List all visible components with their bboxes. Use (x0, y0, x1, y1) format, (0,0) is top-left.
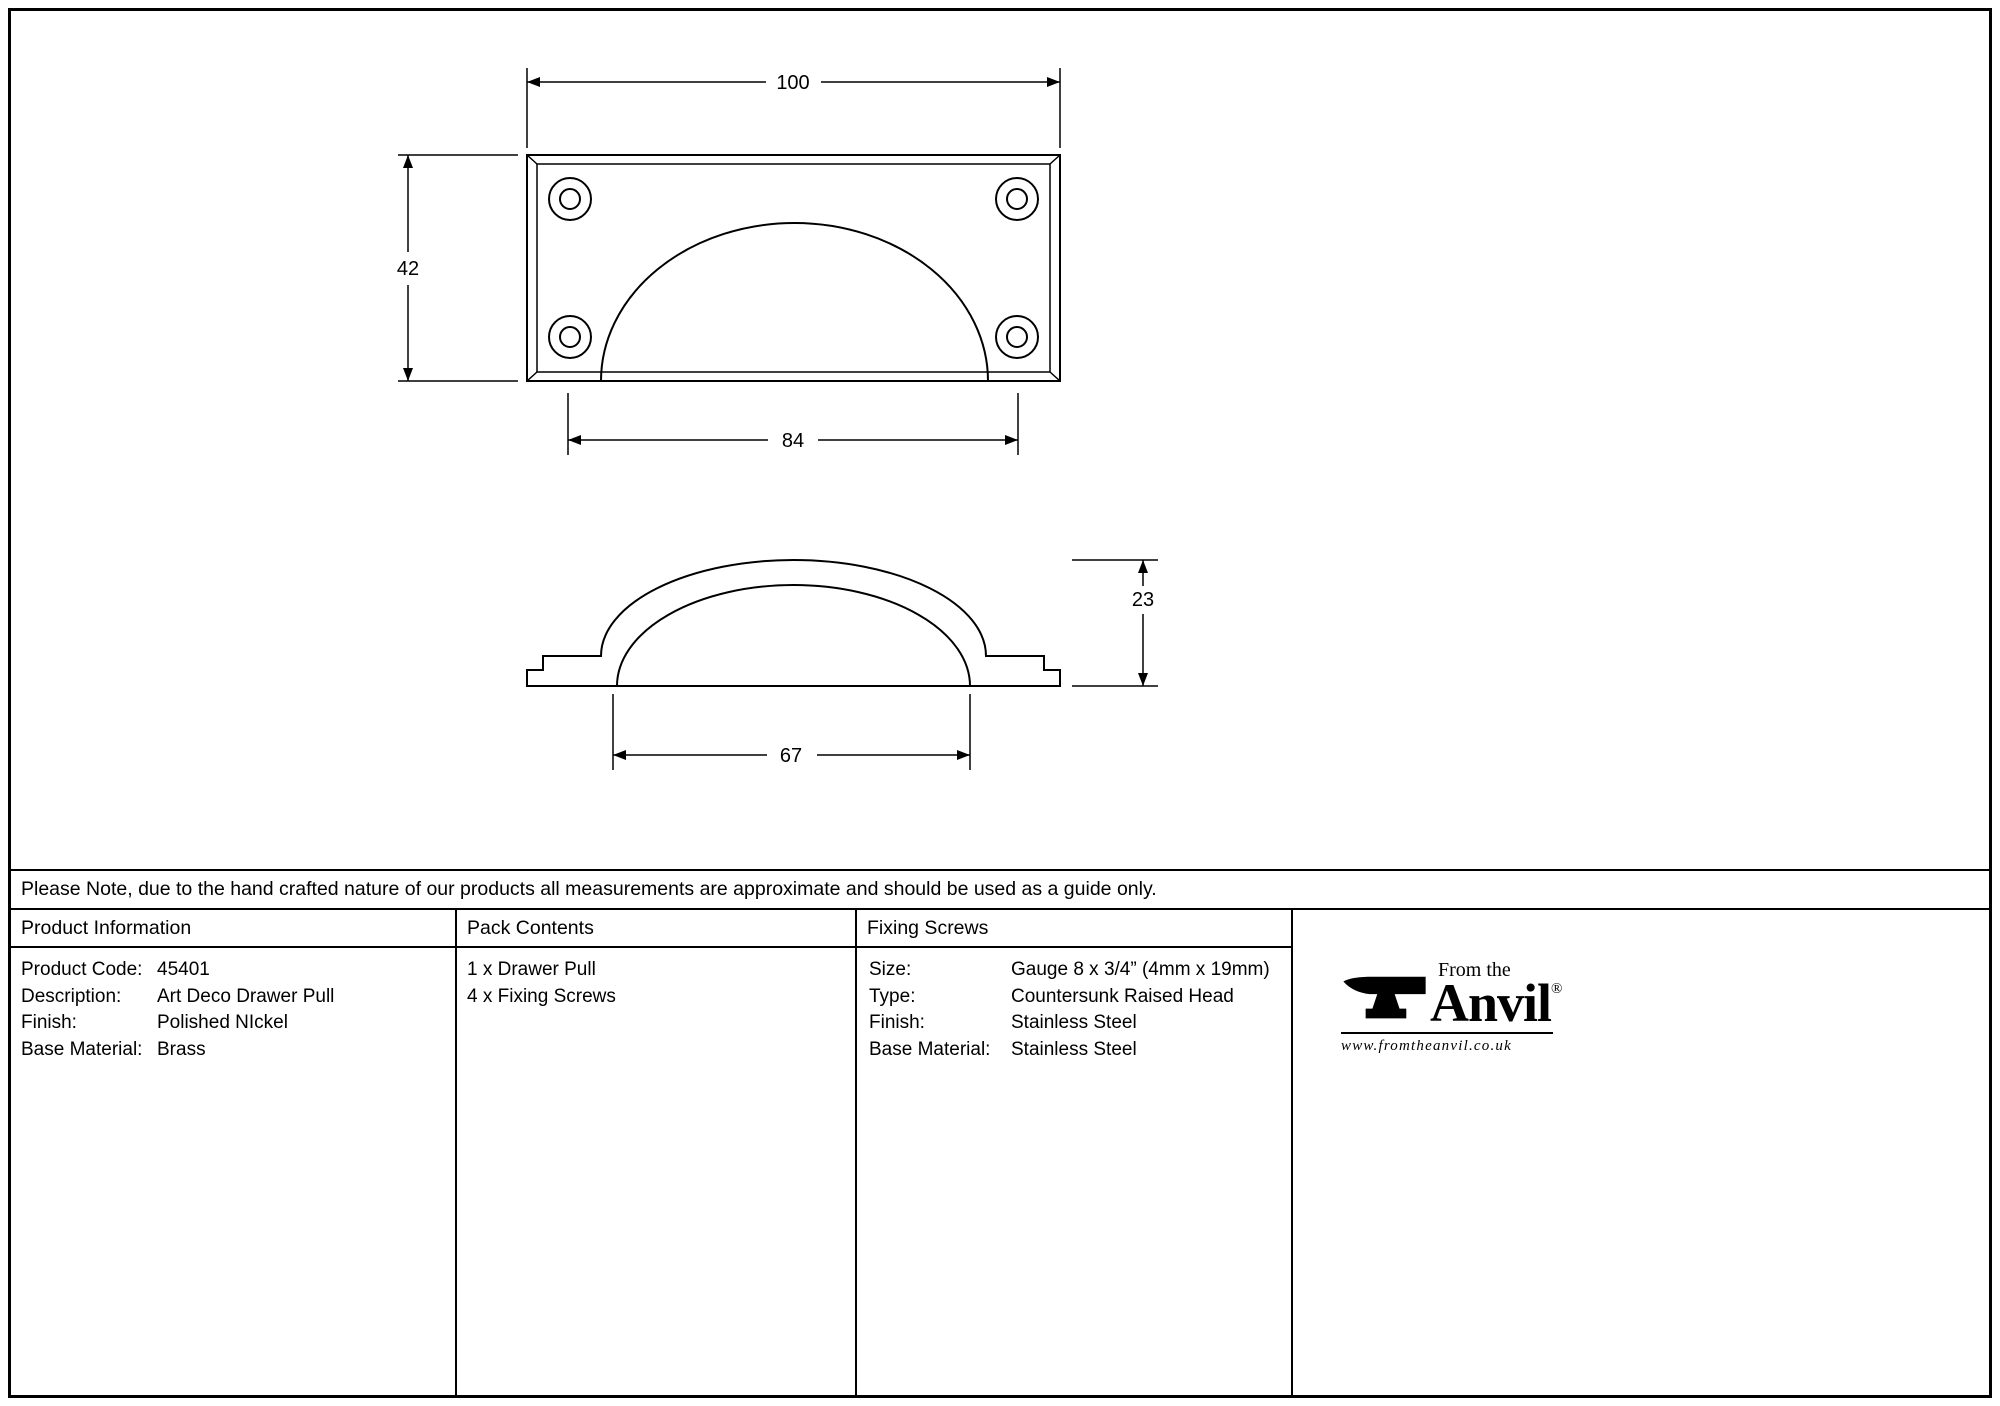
front-view (526, 154, 1061, 382)
row-value: Polished NIckel (157, 1012, 288, 1033)
profile-inner-arc (616, 584, 971, 687)
row-label: Base Material: (869, 1038, 991, 1060)
row-label: Type: (869, 985, 916, 1007)
row-label: Product Code: (21, 959, 143, 980)
product-information-body: Product Code: 45401 Description: Art Dec… (11, 948, 457, 1395)
row-value: Art Deco Drawer Pull (157, 985, 335, 1007)
logo-url: www.fromtheanvil.co.uk (1341, 1031, 1553, 1055)
table-row: Finish: Stainless Steel (869, 1010, 1281, 1037)
row-value: 45401 (157, 959, 210, 980)
dim-label-84: 84 (782, 430, 804, 452)
pack-contents-header: Pack Contents (457, 910, 857, 948)
side-view (526, 559, 1061, 687)
dim-label-42: 42 (397, 258, 419, 280)
table-row: Base Material: Brass (21, 1037, 445, 1064)
screw-hole-bottom-right (995, 315, 1039, 359)
dimension-height-42: 42 (397, 154, 518, 382)
row-label: Finish: (21, 1012, 77, 1033)
measurement-note: Please Note, due to the hand crafted nat… (11, 869, 1989, 908)
dimension-width-100: 100 (526, 68, 1061, 148)
row-value: Gauge 8 x 3/4” (4mm x 19mm) (1011, 959, 1270, 980)
brand-logo-cell: From the Anvil® www.fromtheanvil.co.uk (1293, 910, 1989, 1395)
dimension-spacing-84: 84 (567, 393, 1019, 455)
dimension-cup-width-67: 67 (612, 694, 971, 770)
table-row: Product Code: 45401 (21, 957, 445, 984)
row-label: Base Material: (21, 1038, 143, 1060)
dimension-profile-height-23: 23 (1072, 559, 1158, 687)
logo-brand: Anvil® (1430, 973, 1563, 1033)
table-row: Description: Art Deco Drawer Pull (21, 984, 445, 1011)
row-label: Size: (869, 959, 912, 980)
measurement-note-text: Please Note, due to the hand crafted nat… (21, 878, 1157, 900)
product-information-header: Product Information (11, 910, 457, 948)
table-row: Size: Gauge 8 x 3/4” (4mm x 19mm) (869, 957, 1281, 984)
dim-label-100: 100 (776, 72, 809, 94)
logo-tagline: From the (1438, 959, 1511, 981)
technical-drawing: 100 42 84 (11, 11, 1989, 869)
drawer-pull-drawing: 100 42 84 (397, 68, 1158, 770)
dim-label-67: 67 (780, 745, 802, 767)
spec-sheet-page: 100 42 84 (8, 8, 1992, 1398)
fixing-screws-header: Fixing Screws (857, 910, 1293, 948)
row-label: Finish: (869, 1012, 925, 1033)
list-item: 1 x Drawer Pull (467, 959, 596, 980)
table-row: Base Material: Stainless Steel (869, 1037, 1281, 1064)
screw-hole-bottom-left (548, 315, 592, 359)
spec-table: Product Information Pack Contents Fixing… (11, 908, 1989, 1395)
brand-logo: From the Anvil® www.fromtheanvil.co.uk (1341, 960, 1562, 1055)
row-value: Stainless Steel (1011, 1012, 1137, 1033)
row-value: Countersunk Raised Head (1011, 985, 1234, 1007)
pack-contents-body: 1 x Drawer Pull 4 x Fixing Screws (457, 948, 857, 1395)
profile-outline (526, 559, 1061, 687)
list-item: 4 x Fixing Screws (467, 985, 616, 1007)
row-value: Brass (157, 1038, 206, 1060)
table-row: Type: Countersunk Raised Head (869, 984, 1281, 1011)
anvil-icon (1343, 976, 1426, 1018)
dim-label-23: 23 (1132, 589, 1154, 611)
registered-mark: ® (1551, 981, 1563, 997)
screw-hole-top-right (995, 177, 1039, 221)
cup-arc (600, 222, 989, 382)
row-label: Description: (21, 985, 122, 1007)
screw-hole-top-left (548, 177, 592, 221)
row-value: Stainless Steel (1011, 1038, 1137, 1060)
fixing-screws-body: Size: Gauge 8 x 3/4” (4mm x 19mm) Type: … (857, 948, 1293, 1395)
table-row: Finish: Polished NIckel (21, 1010, 445, 1037)
